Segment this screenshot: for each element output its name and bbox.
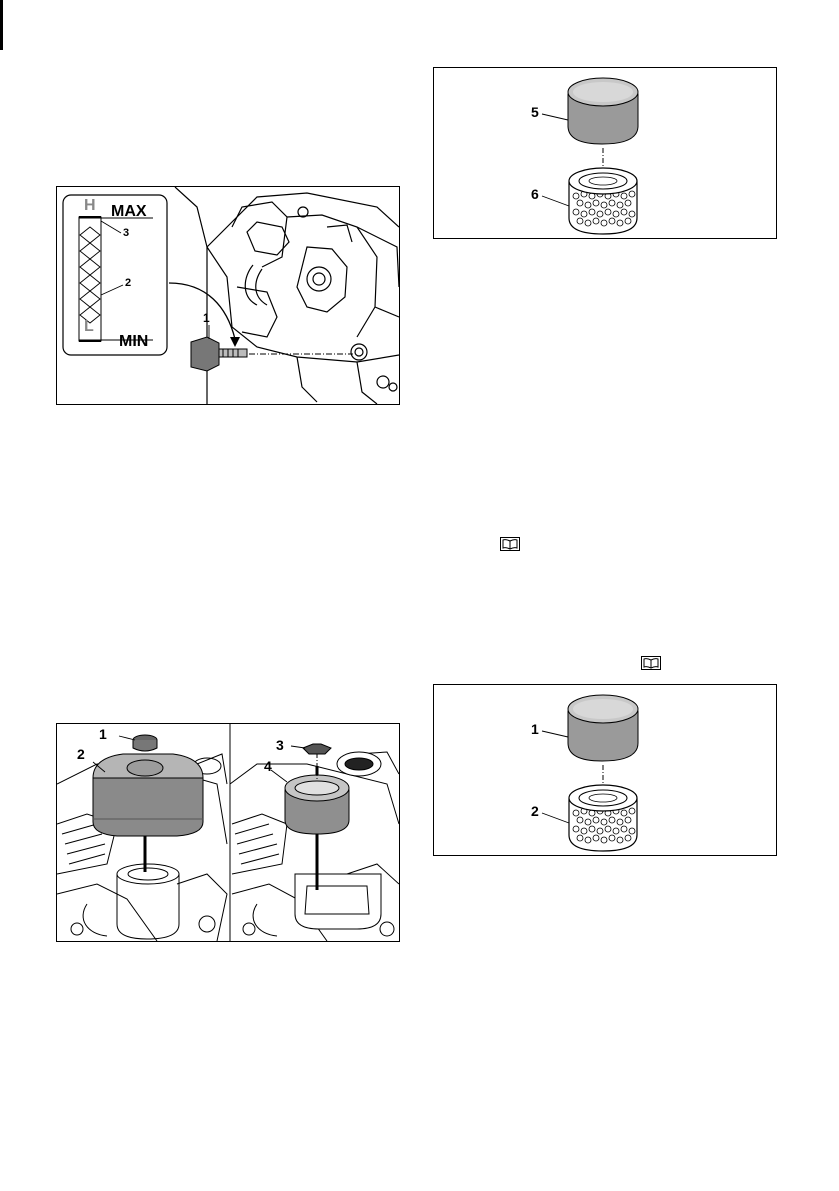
paper-filter: [569, 785, 637, 851]
filter-housing-figure: 1 2 3 4: [56, 723, 400, 942]
filter-housing-cover: [93, 754, 203, 836]
callout-3: 3: [276, 737, 284, 753]
gauge-min-label: MIN: [119, 333, 148, 351]
callout-2: 2: [77, 746, 85, 762]
callout-5: 5: [531, 104, 539, 120]
air-filter-illustration-bottom: [434, 685, 776, 855]
foam-element: [285, 775, 349, 834]
callout-1: 1: [531, 721, 539, 737]
gauge-mark-high: H: [84, 197, 96, 215]
callout-3: 3: [123, 227, 129, 239]
wing-knob: [133, 735, 157, 751]
oil-dipstick-figure: H MAX 3 2 L MIN 1: [56, 186, 400, 405]
dipstick-plug: [191, 337, 247, 371]
oil-dipstick-illustration: [57, 187, 399, 404]
gauge-max-label: MAX: [111, 203, 147, 221]
foam-prefilter: [568, 695, 638, 761]
paper-filter: [569, 168, 637, 234]
foam-prefilter: [568, 78, 638, 144]
callout-1: 1: [203, 311, 210, 325]
page-cut-mark: [0, 0, 3, 50]
callout-2: 2: [125, 277, 131, 289]
manual-book-icon: [641, 656, 661, 670]
callout-1: 1: [99, 726, 107, 742]
manual-book-icon: [500, 537, 520, 551]
callout-2: 2: [531, 803, 539, 819]
fuel-cap: [337, 752, 381, 776]
callout-6: 6: [531, 186, 539, 202]
filter-housing-illustration: [57, 724, 399, 941]
air-filter-figure-bottom: 1 2: [433, 684, 777, 856]
gauge-mark-low: L: [84, 318, 94, 336]
wing-nut: [303, 744, 331, 754]
air-filter-illustration-top: [434, 68, 776, 238]
air-filter-figure-top: 5 6: [433, 67, 777, 239]
callout-4: 4: [264, 758, 272, 774]
